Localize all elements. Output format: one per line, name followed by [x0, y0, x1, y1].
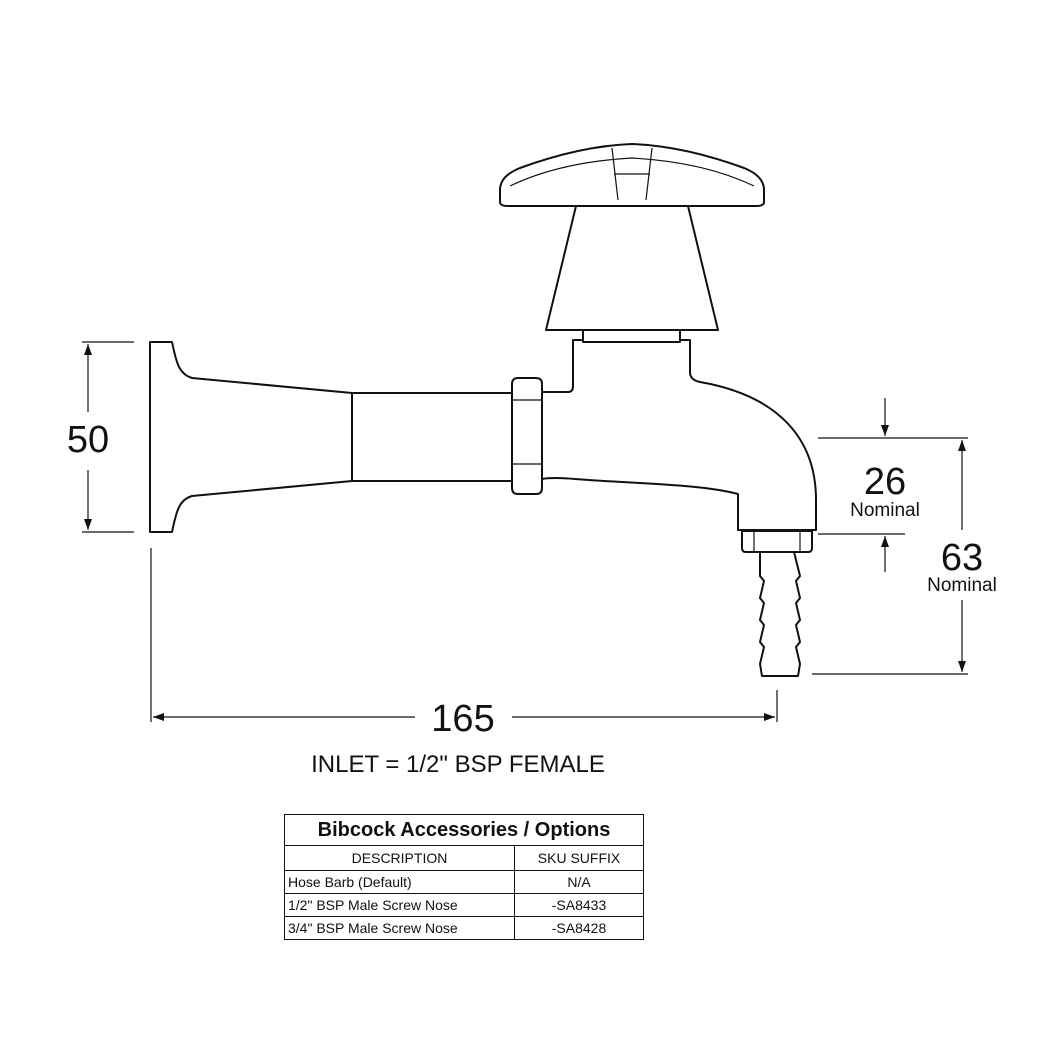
- row-sku: N/A: [514, 870, 644, 894]
- valve-body-spout: [541, 339, 817, 531]
- inlet-pipe: [351, 392, 513, 482]
- options-table-title: Bibcock Accessories / Options: [284, 814, 644, 846]
- row-sku: -SA8428: [514, 916, 644, 940]
- dimension-height-left: 50: [67, 341, 134, 533]
- row-sku: -SA8433: [514, 893, 644, 917]
- dimension-overall-length: 165: [150, 548, 778, 740]
- bonnet-collar: [582, 329, 681, 343]
- table-row: 3/4" BSP Male Screw Nose -SA8428: [284, 916, 644, 940]
- row-description: 1/2" BSP Male Screw Nose: [284, 893, 515, 917]
- inlet-note: INLET = 1/2" BSP FEMALE: [311, 751, 605, 778]
- table-row: Hose Barb (Default) N/A: [284, 870, 644, 894]
- row-description: Hose Barb (Default): [284, 870, 515, 894]
- options-table: Bibcock Accessories / Options DESCRIPTIO…: [284, 814, 644, 940]
- dim-165-label: 165: [431, 698, 494, 740]
- dim-26-label: 26: [864, 461, 906, 503]
- bonnet-cone: [545, 205, 719, 331]
- dim-63-label: 63: [941, 537, 983, 579]
- dimension-spout: 26 Nominal: [818, 398, 968, 572]
- table-row: 1/2" BSP Male Screw Nose -SA8433: [284, 893, 644, 917]
- outlet-hex-nut: [741, 530, 813, 553]
- hose-barb: [759, 551, 801, 677]
- dim-50-label: 50: [67, 419, 109, 461]
- row-description: 3/4" BSP Male Screw Nose: [284, 916, 515, 940]
- union-nut: [511, 377, 543, 495]
- description-header: DESCRIPTION: [284, 845, 515, 871]
- tap-handle: [499, 143, 765, 207]
- dim-26-note: Nominal: [850, 500, 920, 521]
- sku-suffix-header: SKU SUFFIX: [514, 845, 644, 871]
- dim-63-note: Nominal: [927, 575, 997, 596]
- tap-body: [149, 143, 817, 677]
- wall-flange: [149, 341, 353, 533]
- dimension-outlet: 63 Nominal: [812, 440, 997, 675]
